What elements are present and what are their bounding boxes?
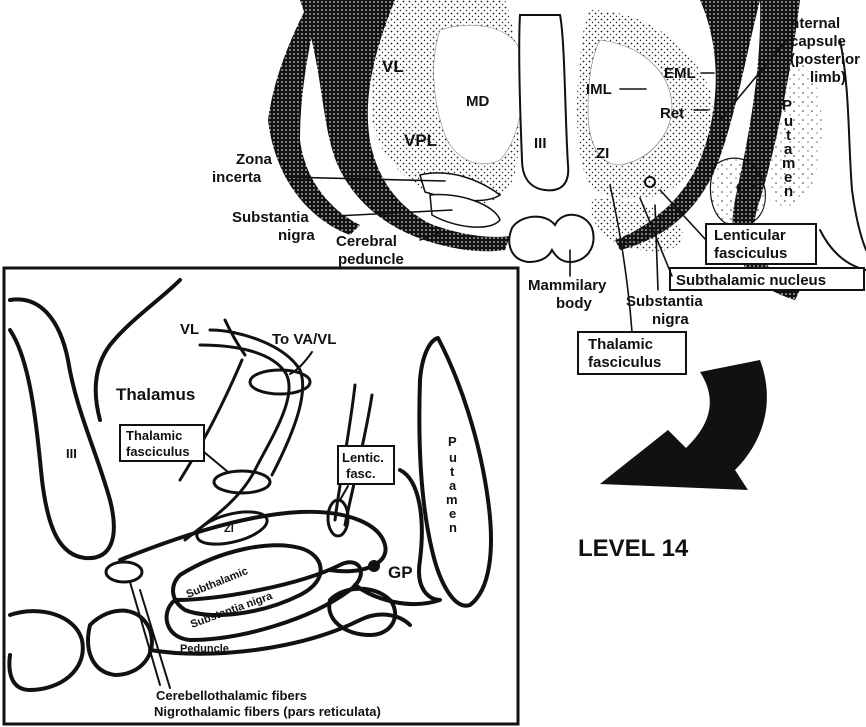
svg-text:Internal: Internal — [786, 15, 840, 32]
label-ret: Ret — [660, 105, 684, 122]
inset-label-zi: ZI — [224, 523, 234, 535]
svg-text:u: u — [449, 450, 457, 465]
svg-text:Thalamic: Thalamic — [588, 336, 653, 353]
svg-text:fasciculus: fasciculus — [714, 245, 787, 262]
svg-text:peduncle: peduncle — [338, 251, 404, 268]
svg-text:fasciculus: fasciculus — [126, 444, 190, 459]
mammilary-body-top — [509, 215, 593, 262]
svg-text:P: P — [782, 97, 792, 114]
label-zi-top: ZI — [596, 145, 609, 162]
svg-text:limb): limb) — [810, 69, 846, 86]
svg-text:incerta: incerta — [212, 169, 262, 186]
label-gp-top: GP — [736, 180, 755, 195]
svg-text:Substantia: Substantia — [232, 209, 309, 226]
label-thalamic-fasciculus-top: Thalamic fasciculus — [578, 332, 686, 374]
label-iii-top: III — [534, 135, 547, 152]
label-lenticular-fasciculus: Lenticular fasciculus — [706, 224, 816, 264]
svg-text:n: n — [449, 520, 457, 535]
svg-text:Substantia: Substantia — [626, 293, 703, 310]
label-eml: EML — [664, 65, 696, 82]
svg-text:m: m — [446, 492, 458, 507]
label-substantia-nigra-left: Substantia nigra — [232, 209, 315, 244]
svg-text:e: e — [449, 506, 456, 521]
inset-label-thalamus: Thalamus — [116, 385, 195, 404]
svg-text:Zona: Zona — [236, 151, 272, 168]
svg-text:fasc.: fasc. — [346, 466, 376, 481]
label-md: MD — [466, 93, 489, 110]
svg-text:Lenticular: Lenticular — [714, 227, 786, 244]
svg-text:Cerebral: Cerebral — [336, 233, 397, 250]
inset-panel: VL To VA/VL Thalamus III Thalamic fascic… — [4, 268, 518, 724]
inset-gp-dot — [368, 560, 380, 572]
svg-text:fasciculus: fasciculus — [588, 354, 661, 371]
inset-label-nigrothalamic: Nigrothalamic fibers (pars reticulata) — [154, 704, 381, 719]
inset-label-vl: VL — [180, 321, 199, 338]
svg-text:n: n — [784, 183, 793, 200]
label-vpl: VPL — [404, 131, 437, 150]
svg-text:a: a — [449, 478, 457, 493]
svg-text:Mammilary: Mammilary — [528, 277, 607, 294]
svg-text:Subthalamic nucleus: Subthalamic nucleus — [676, 272, 826, 289]
svg-text:Lentic.: Lentic. — [342, 450, 384, 465]
label-substantia-nigra-right: Substantia nigra — [626, 293, 703, 328]
label-zona-incerta: Zona incerta — [212, 151, 272, 186]
svg-text:nigra: nigra — [652, 311, 689, 328]
far-right-contour-2 — [820, 230, 866, 270]
svg-text:t: t — [450, 464, 455, 479]
svg-text:nigra: nigra — [278, 227, 315, 244]
level-label: LEVEL 14 — [578, 535, 689, 562]
inset-label-peduncle: Peduncle — [180, 643, 229, 655]
level-arrow-icon — [600, 360, 767, 490]
third-ventricle-top — [519, 15, 568, 190]
label-iml: IML — [586, 81, 612, 98]
label-subthalamic-nucleus: Subthalamic nucleus — [670, 268, 864, 290]
label-cerebral-peduncle: Cerebral peduncle — [336, 233, 404, 268]
inset-label-lentic-fasc: Lentic. fasc. — [338, 446, 394, 484]
label-mammilary-body: Mammilary body — [528, 277, 607, 312]
svg-text:capsule: capsule — [790, 33, 846, 50]
inset-label-to-va-vl: To VA/VL — [272, 331, 336, 348]
inset-label-thalamic-fasciculus: Thalamic fasciculus — [120, 425, 204, 461]
inset-label-cerebellothalamic: Cerebellothalamic fibers — [156, 688, 307, 703]
inset-label-iii: III — [66, 446, 77, 461]
label-vl: VL — [382, 57, 404, 76]
svg-text:Thalamic: Thalamic — [126, 428, 182, 443]
inset-label-gp: GP — [388, 563, 413, 582]
svg-text:(posterior: (posterior — [790, 51, 860, 68]
svg-text:body: body — [556, 295, 592, 312]
svg-text:P: P — [448, 434, 457, 449]
